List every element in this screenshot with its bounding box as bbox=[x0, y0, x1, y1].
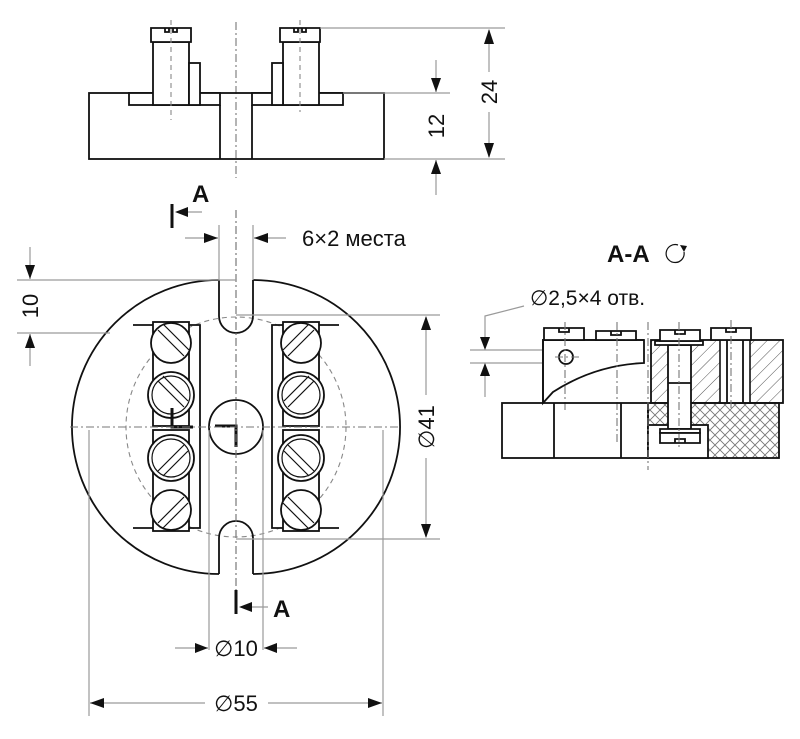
section-view: А-А ∅2,5×4 отв. bbox=[470, 241, 784, 470]
section-screw-head-4 bbox=[710, 327, 752, 341]
dim-55-arrow-left bbox=[90, 698, 104, 708]
screw-right-2 bbox=[277, 371, 325, 419]
dim-center-hole: ∅10 bbox=[214, 636, 258, 661]
front-view: 24 12 bbox=[88, 20, 505, 195]
section-arrow-top bbox=[175, 207, 188, 217]
screw-right-1 bbox=[280, 322, 322, 364]
terminal-strip-right bbox=[271, 321, 339, 532]
dim-outer-diameter: ∅55 bbox=[214, 691, 258, 716]
holes-note: ∅2,5×4 отв. bbox=[530, 287, 645, 310]
section-title: А-А bbox=[607, 241, 650, 268]
dim-slot-arrow-right bbox=[254, 233, 268, 243]
holes-leader bbox=[484, 305, 525, 340]
section-left-clamp bbox=[542, 339, 645, 406]
dim-55-arrow-right bbox=[368, 698, 382, 708]
dim-total-height: 24 bbox=[477, 80, 502, 104]
screw-left-3 bbox=[147, 434, 195, 482]
screw-right-4 bbox=[280, 489, 322, 531]
rotated-view-icon bbox=[665, 243, 687, 264]
hole-dim-arrow-top bbox=[480, 337, 490, 350]
center-hole-bracket bbox=[215, 424, 238, 447]
dim-bolt-circle: ∅41 bbox=[414, 405, 439, 449]
dim-24-arrow-top bbox=[484, 29, 494, 44]
dim-slot-width: 6×2 места bbox=[302, 226, 407, 251]
dim-41-arrow-bottom bbox=[421, 524, 431, 538]
dim-10-arrow-left bbox=[195, 643, 208, 653]
dim-41-arrow-top bbox=[421, 316, 431, 330]
dim-10-arrow-right bbox=[264, 643, 277, 653]
dim-12-arrow-bottom bbox=[431, 160, 441, 174]
section-screw-head-1 bbox=[543, 327, 585, 341]
dim-depth-arrow-bottom bbox=[25, 334, 35, 348]
section-screw-head-3 bbox=[659, 329, 701, 342]
section-nut-bottom bbox=[659, 432, 701, 444]
front-base bbox=[88, 92, 385, 160]
dim-base-height: 12 bbox=[424, 114, 449, 138]
top-view: А А 6×2 места 10 ∅41 ∅10 bbox=[17, 181, 440, 716]
section-arrow-bottom bbox=[239, 602, 252, 612]
screw-right-3 bbox=[277, 434, 325, 482]
screw-left-1 bbox=[150, 322, 192, 364]
dim-depth-arrow-top bbox=[25, 265, 35, 279]
terminal-strip-left bbox=[133, 321, 201, 532]
section-label-bottom: А bbox=[273, 596, 290, 623]
hole-dim-arrow-bottom bbox=[480, 363, 490, 376]
screw-left-4 bbox=[150, 489, 192, 531]
section-base-left bbox=[501, 402, 649, 459]
section-label-top: А bbox=[192, 181, 209, 208]
front-clamp-right bbox=[251, 20, 344, 112]
dim-12-arrow-top bbox=[431, 78, 441, 92]
dim-slot-arrow-left bbox=[204, 233, 218, 243]
dim-24-arrow-bottom bbox=[484, 143, 494, 158]
front-clamp-left bbox=[128, 20, 221, 120]
dim-slot-depth: 10 bbox=[18, 294, 43, 318]
